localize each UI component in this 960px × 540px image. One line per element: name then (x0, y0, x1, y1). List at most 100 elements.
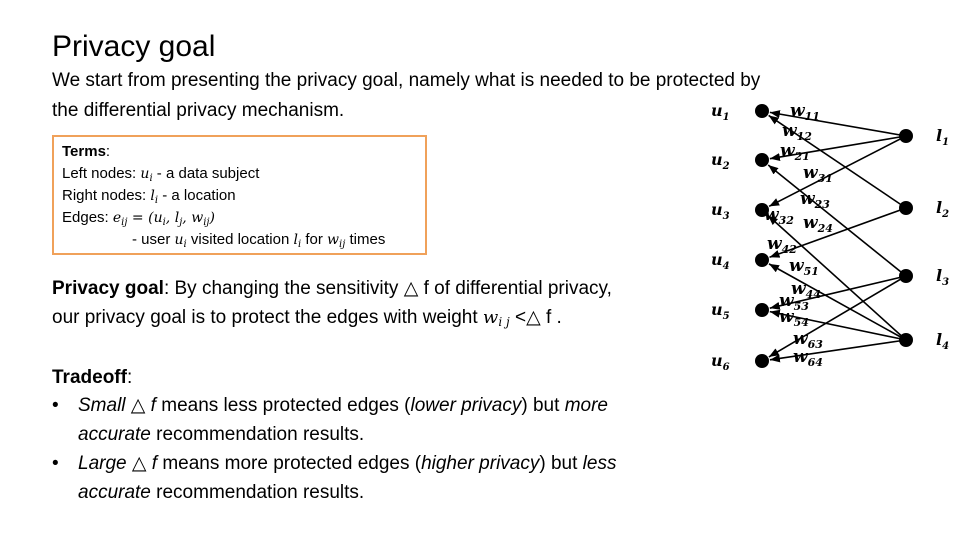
edges-formula: eij = (ui, lj, wij) (112, 210, 215, 228)
visit-u: u (174, 232, 184, 248)
left-node-label: u4 (711, 250, 730, 272)
terms-heading: Terms (62, 143, 106, 160)
b2-part4: ) but (539, 453, 583, 474)
tradeoff-item-1-line-2: accurate recommendation results. (78, 421, 364, 449)
b1-part4: ) but (521, 395, 565, 416)
b2-higher-privacy: higher privacy (421, 453, 540, 474)
b2-less: less (582, 453, 617, 474)
terms-heading-line: Terms: (62, 142, 110, 162)
privacy-goal-line2-start: our privacy goal is to protect the edges… (52, 307, 483, 328)
b1-part2: means less protected edges ( (161, 395, 411, 416)
tradeoff-bullet-1: • (52, 395, 59, 416)
visit-l-sub: i (297, 239, 302, 250)
left-node-label: u3 (711, 200, 730, 222)
tradeoff-item-2-line-1: Large △ f means more protected edges (hi… (78, 450, 616, 478)
visit-u-sub: i (183, 239, 187, 250)
right-node-label: l1 (936, 126, 949, 148)
left-nodes-prefix: Left nodes: (62, 165, 141, 182)
visit-mid: visited location (186, 231, 294, 248)
terms-heading-colon: : (105, 143, 111, 160)
right-nodes-prefix: Right nodes: (62, 187, 151, 204)
weight-label: w24 (803, 213, 833, 235)
privacy-goal-line2-end: <△ f . (509, 307, 562, 328)
tradeoff-bullet-2: • (52, 453, 59, 474)
graph-edge (767, 164, 907, 277)
graph-edge (768, 263, 907, 341)
edges-u-sub: i (162, 217, 166, 228)
tradeoff-item-1-line-1: Small △ f means less protected edges (lo… (78, 392, 608, 420)
graph-edge (769, 135, 907, 161)
edges-u: = (u (127, 210, 163, 226)
intro-line-2: the differential privacy mechanism. (52, 100, 345, 121)
edges-w-sub: ij (203, 217, 210, 228)
graph-edge (768, 275, 907, 358)
right-nodes-var: l (150, 188, 155, 204)
left-node (755, 153, 769, 167)
tradeoff-item-2-line-2: accurate recommendation results. (78, 479, 364, 507)
weight-label: w23 (800, 189, 830, 211)
terms-right-nodes: Right nodes: li - a location (62, 186, 236, 211)
right-node-label: l2 (936, 198, 949, 220)
privacy-goal-w-sub: i j (498, 315, 510, 329)
right-node (899, 201, 913, 215)
b1-accurate: accurate (78, 424, 151, 445)
terms-edges: Edges: eij = (ui, lj, wij) (62, 208, 215, 233)
edges-e-sub: ij (121, 217, 128, 228)
right-node-label: l4 (936, 330, 949, 352)
edges-l-sub: j (179, 217, 183, 228)
privacy-goal-label: Privacy goal (52, 278, 164, 299)
graph-edge (769, 110, 907, 137)
left-node-label: u6 (711, 351, 730, 373)
b1-small: Small △ f (78, 395, 162, 416)
right-node (899, 129, 913, 143)
left-node (755, 203, 769, 217)
weight-label: w11 (790, 101, 820, 123)
left-nodes-sub: i (149, 173, 153, 184)
intro-line-1: We start from presenting the privacy goa… (52, 70, 761, 91)
edges-e: e (112, 210, 122, 226)
b2-part2: means more protected edges ( (162, 453, 422, 474)
b1-lower-privacy: lower privacy (410, 395, 522, 416)
nodes-layer (755, 104, 913, 368)
terms-visit: - user ui visited location li for wij ti… (132, 230, 385, 255)
left-node (755, 253, 769, 267)
tradeoff-heading: Tradeoff (52, 367, 127, 388)
visit-prefix: - user (132, 231, 175, 248)
graph-edge (769, 207, 907, 259)
weight-label: w31 (803, 163, 833, 185)
b2-results: recommendation results. (150, 482, 365, 503)
left-nodes-var: u (140, 166, 150, 182)
graph-edge (769, 275, 907, 310)
graph-edge (767, 214, 907, 341)
visit-w-sub: ij (339, 239, 346, 250)
visit-w: w (327, 232, 339, 248)
privacy-goal-line-2: our privacy goal is to protect the edges… (52, 304, 562, 336)
weight-label: w44 (791, 279, 821, 301)
tradeoff-heading-line: Tradeoff: (52, 364, 132, 392)
tradeoff-heading-colon: : (126, 367, 133, 388)
graph-edge (768, 114, 907, 209)
b1-more: more (564, 395, 608, 416)
edges-end: ) (209, 210, 215, 226)
edges-l: , l (165, 210, 180, 226)
visit-for: for (301, 231, 328, 248)
weight-label: w51 (789, 256, 819, 278)
privacy-goal-w: w (482, 307, 499, 328)
weight-label: w32 (764, 205, 794, 227)
left-node (755, 303, 769, 317)
edges-prefix: Edges: (62, 209, 113, 226)
weight-label: w12 (782, 121, 812, 143)
page-title: Privacy goal (52, 30, 216, 63)
left-node-label: u1 (711, 101, 730, 123)
left-node-label: u5 (711, 300, 730, 322)
graph-edge (769, 339, 907, 363)
visit-l: l (293, 232, 298, 248)
graph-edge (769, 309, 907, 341)
right-node (899, 333, 913, 347)
privacy-goal-line-1: Privacy goal: By changing the sensitivit… (52, 275, 612, 303)
edges-layer (767, 110, 907, 363)
right-node-label: l3 (936, 266, 949, 288)
privacy-goal-line1-rest: : By changing the sensitivity △ f of dif… (163, 278, 612, 299)
weight-label: w21 (780, 141, 810, 163)
